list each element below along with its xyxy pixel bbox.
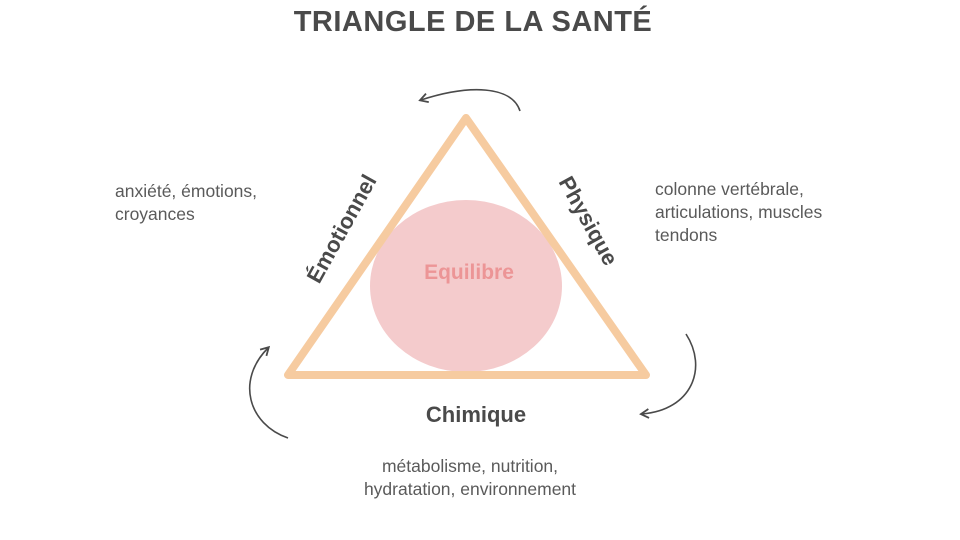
cycle-arrow-top (418, 89, 521, 112)
chemical-description: métabolisme, nutrition, hydratation, env… (330, 455, 610, 501)
description-line: hydratation, environnement (363, 479, 577, 499)
equilibrium-circle (370, 200, 562, 372)
equilibrium-label: Equilibre (424, 261, 514, 284)
description-line: croyances (115, 204, 195, 224)
cycle-arrow-left (248, 345, 289, 439)
chemical-side-label: Chimique (425, 402, 527, 427)
physical-description: colonne vertébrale, articulations, muscl… (655, 178, 822, 247)
description-line: anxiété, émotions, (115, 181, 258, 201)
description-line: tendons (655, 225, 718, 245)
description-line: articulations, muscles (655, 202, 823, 222)
page-title: TRIANGLE DE LA SANTÉ (293, 6, 653, 38)
description-line: colonne vertébrale, (655, 179, 804, 199)
emotional-description: anxiété, émotions, croyances (115, 180, 257, 226)
cycle-arrow-right (639, 333, 697, 419)
description-line: métabolisme, nutrition, (381, 456, 559, 476)
health-triangle (284, 114, 650, 379)
